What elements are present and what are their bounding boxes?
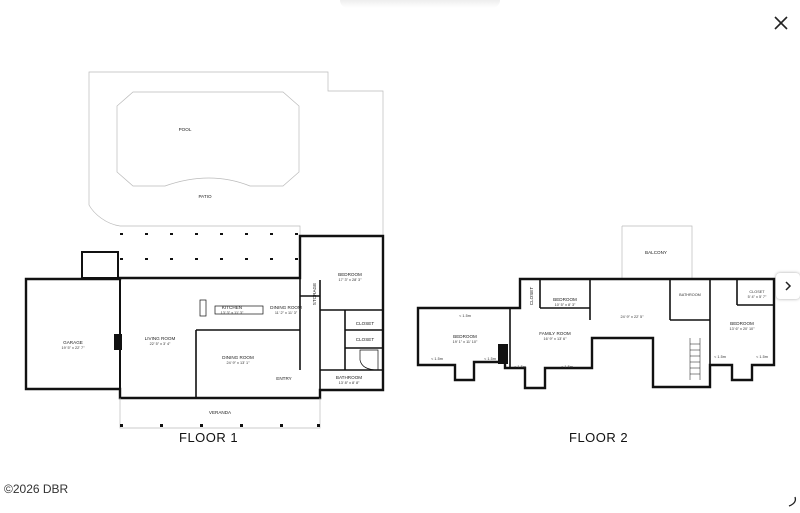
ceiling-note-4: < 1.5m bbox=[514, 365, 526, 369]
living-room-label: LIVING ROOM bbox=[145, 336, 176, 341]
garage-label: GARAGE bbox=[63, 340, 83, 345]
pool-outline bbox=[116, 91, 300, 187]
floor1-labels: POOL PATIO GARAGE 19' 5" x 22' 7" LIVING… bbox=[62, 127, 375, 415]
bedroom-a-label: BEDROOM bbox=[553, 297, 577, 302]
dining-room-b-label: DINING ROOM bbox=[222, 355, 254, 360]
ceiling-note-3: < 1.5m bbox=[484, 357, 496, 361]
bedroom-a-dims: 10' 5" x 8' 3" bbox=[555, 303, 576, 307]
family-room-label: FAMILY ROOM bbox=[539, 331, 571, 336]
close-icon bbox=[774, 16, 788, 30]
close-button[interactable] bbox=[768, 10, 794, 36]
veranda-posts bbox=[120, 424, 320, 427]
kitchen-dims: 13' 3" x 11' 3" bbox=[221, 311, 244, 315]
bedroom-c-label: BEDROOM bbox=[730, 321, 754, 326]
ceiling-note-1: < 1.5m bbox=[459, 314, 471, 318]
patio-outline bbox=[88, 71, 384, 237]
next-image-button[interactable] bbox=[776, 273, 800, 299]
bathroom-label: BATHROOM bbox=[336, 375, 362, 380]
floor2-title: FLOOR 2 bbox=[569, 430, 629, 445]
hall-dims: 24' 9" x 22' 5" bbox=[621, 315, 645, 319]
pool-label: POOL bbox=[179, 127, 192, 132]
garage-dims: 19' 5" x 22' 7" bbox=[62, 346, 86, 350]
family-room-dims: 16' 9" x 13' 6" bbox=[544, 337, 568, 341]
dining-room-a-dims: 11' 2" x 11' 3" bbox=[275, 311, 298, 315]
closet-a-label-f2: CLOSET bbox=[529, 287, 534, 306]
kitchen-label: KITCHEN bbox=[222, 305, 242, 310]
closet-b-label: CLOSET bbox=[356, 337, 375, 342]
closet-a-label: CLOSET bbox=[356, 321, 375, 326]
floor1-title: FLOOR 1 bbox=[179, 430, 239, 445]
ceiling-note-7: < 1.5m bbox=[756, 355, 768, 359]
ceiling-note-5: < 1.5m bbox=[561, 365, 573, 369]
closet-b-dims-f2: 5' 4" x 5' 7" bbox=[748, 295, 767, 299]
dining-room-b-dims: 24' 9" x 13' 1" bbox=[227, 361, 251, 365]
veranda-label: VERANDA bbox=[209, 410, 232, 415]
chevron-right-icon bbox=[785, 281, 792, 291]
bathroom-f2-label: BATHROOM bbox=[679, 293, 701, 297]
bedroom-dims: 17' 3" x 28' 3" bbox=[339, 278, 363, 282]
storage-label: STORAGE bbox=[312, 283, 317, 305]
balcony-label: BALCONY bbox=[645, 250, 667, 255]
patio-label: PATIO bbox=[198, 194, 212, 199]
balcony-outline bbox=[622, 225, 693, 278]
bedroom-c-dims: 13' 6" x 20' 10" bbox=[729, 327, 755, 331]
copyright-watermark: ©2026 DBR bbox=[4, 482, 69, 496]
bedroom-label: BEDROOM bbox=[338, 272, 362, 277]
living-room-dims: 22' 5" x 3' 4" bbox=[150, 342, 171, 346]
loading-spinner-icon bbox=[788, 496, 797, 507]
mech-room bbox=[81, 251, 119, 279]
ceiling-note-2: < 1.5m bbox=[431, 357, 443, 361]
dining-room-a-label: DINING ROOM bbox=[270, 305, 302, 310]
entry-label: ENTRY bbox=[276, 376, 292, 381]
floor2-exterior-wall bbox=[416, 277, 776, 390]
floor1-plan bbox=[24, 71, 385, 429]
bathroom-dims: 13' 8" x 8' 8" bbox=[339, 381, 360, 385]
floor2-labels: BALCONY CLOSET BEDROOM 10' 5" x 8' 3" 24… bbox=[431, 250, 768, 369]
pergola-posts bbox=[120, 233, 298, 260]
top-handle bbox=[340, 0, 500, 8]
bedroom-b-label: BEDROOM bbox=[453, 334, 477, 339]
closet-b-label-f2: CLOSET bbox=[749, 290, 765, 294]
floor1-exterior-wall bbox=[24, 234, 385, 400]
bedroom-b-dims: 19' 1" x 11' 10" bbox=[453, 340, 478, 344]
ceiling-note-6: < 1.5m bbox=[714, 355, 726, 359]
floor2-plan bbox=[416, 225, 776, 390]
